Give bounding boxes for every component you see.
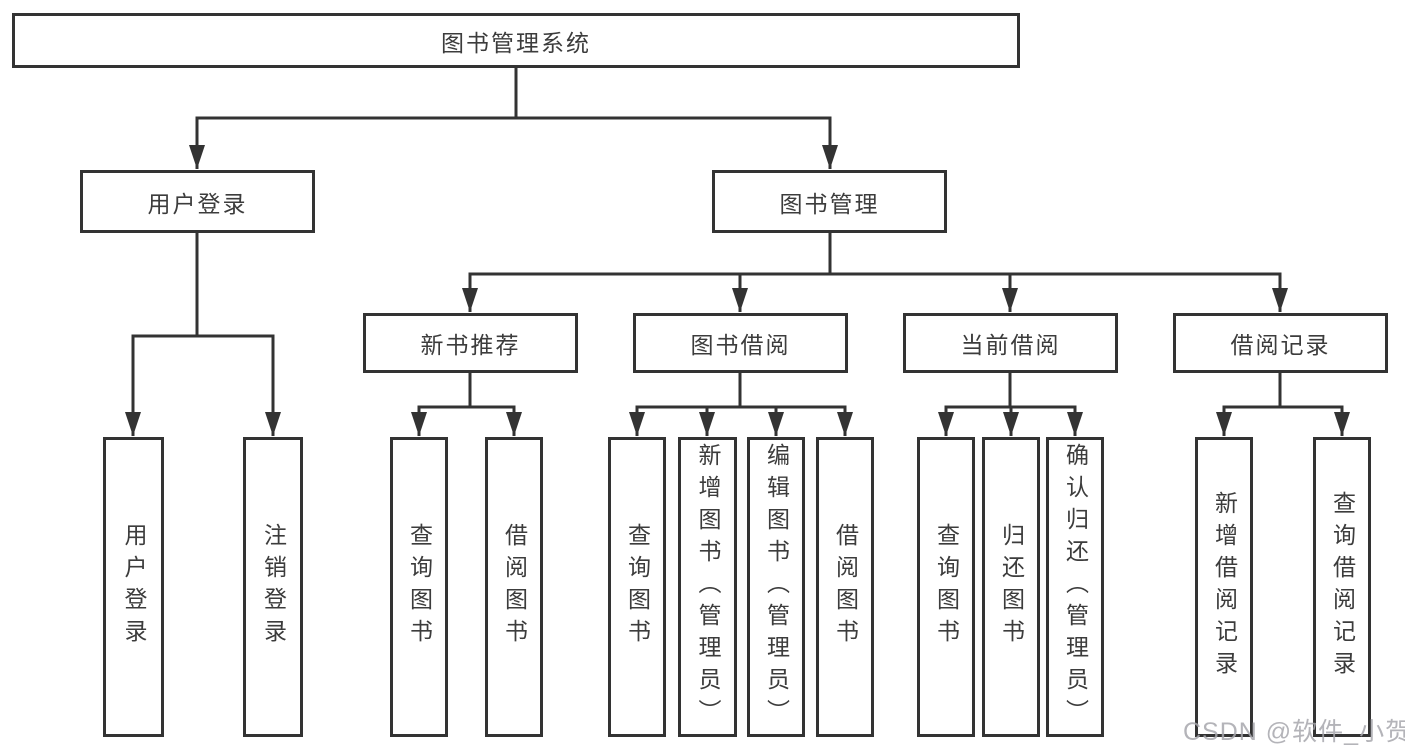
leaf-user-login: 用户登录 bbox=[103, 437, 164, 737]
leaf-query-books: 查询图书 bbox=[608, 437, 666, 737]
leaf-label: 借阅图书 bbox=[501, 523, 528, 651]
leaf-label: 归还图书 bbox=[998, 523, 1025, 651]
node-current-borrowing: 当前借阅 bbox=[903, 313, 1118, 373]
leaf-query-borrow-record: 查询借阅记录 bbox=[1313, 437, 1371, 737]
leaf-label: 新增借阅记录 bbox=[1211, 491, 1238, 683]
leaf-label: 编辑图书（管理员） bbox=[763, 443, 790, 731]
leaf-borrow-books: 借阅图书 bbox=[485, 437, 543, 737]
leaf-label: 注销登录 bbox=[260, 523, 287, 651]
leaf-add-borrow-record: 新增借阅记录 bbox=[1195, 437, 1253, 737]
leaf-query-books: 查询图书 bbox=[917, 437, 975, 737]
leaf-query-books: 查询图书 bbox=[390, 437, 448, 737]
node-new-book-recommend: 新书推荐 bbox=[363, 313, 578, 373]
leaf-label: 查询图书 bbox=[406, 523, 433, 651]
leaf-label: 查询借阅记录 bbox=[1329, 491, 1356, 683]
node-library-management-system: 图书管理系统 bbox=[12, 13, 1020, 68]
leaf-label: 用户登录 bbox=[121, 523, 147, 651]
leaf-borrow-books: 借阅图书 bbox=[816, 437, 874, 737]
node-borrowing-records: 借阅记录 bbox=[1173, 313, 1388, 373]
leaf-label: 查询图书 bbox=[624, 523, 651, 651]
leaf-logout: 注销登录 bbox=[243, 437, 303, 737]
leaf-return-books: 归还图书 bbox=[982, 437, 1040, 737]
leaf-confirm-return-admin: 确认归还（管理员） bbox=[1046, 437, 1104, 737]
leaf-label: 查询图书 bbox=[933, 523, 960, 651]
leaf-edit-books-admin: 编辑图书（管理员） bbox=[747, 437, 805, 737]
leaf-label: 确认归还（管理员） bbox=[1062, 443, 1089, 731]
leaf-label: 新增图书（管理员） bbox=[695, 443, 721, 731]
csdn-watermark: CSDN @软件_小贺同学 bbox=[1183, 718, 1405, 746]
leaf-add-books-admin: 新增图书（管理员） bbox=[678, 437, 737, 737]
node-book-management: 图书管理 bbox=[712, 170, 947, 233]
node-book-borrowing: 图书借阅 bbox=[633, 313, 848, 373]
leaf-label: 借阅图书 bbox=[832, 523, 859, 651]
node-user-login: 用户登录 bbox=[80, 170, 315, 233]
